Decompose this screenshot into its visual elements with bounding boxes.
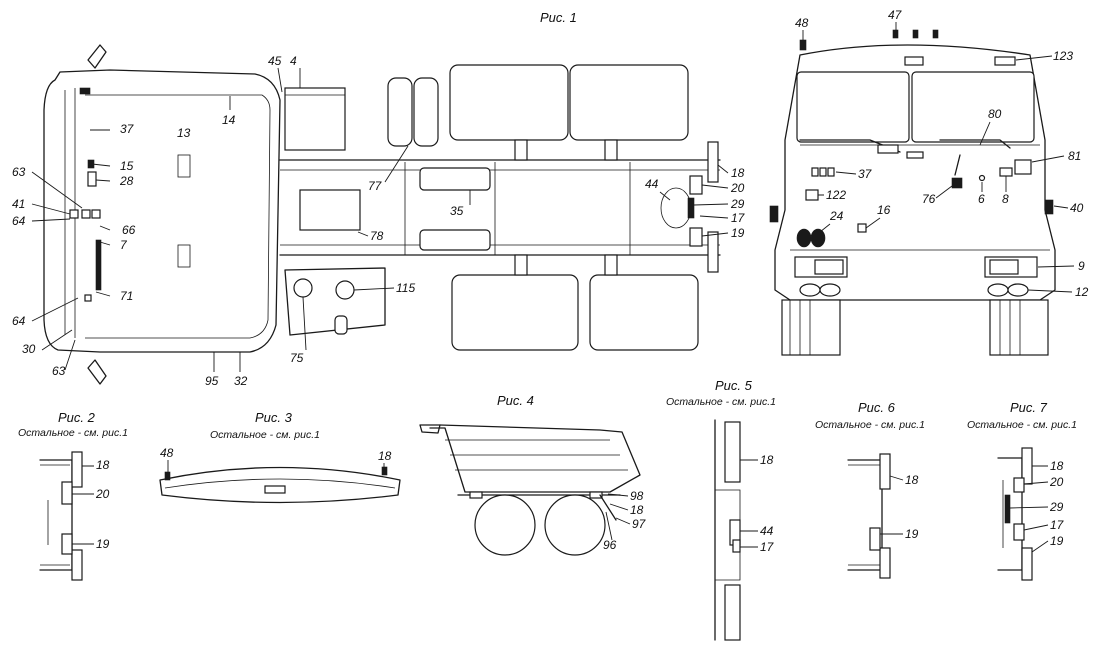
fig2-caption: Рис. 2 [58,410,96,425]
svg-text:16: 16 [877,203,891,217]
svg-text:20: 20 [730,181,745,195]
svg-text:48: 48 [795,16,809,30]
svg-text:18: 18 [1050,459,1064,473]
fig5: Рис. 5 Остальное - см. рис.1 18 44 17 [666,378,776,641]
fig1-caption: Рис. 1 [540,10,577,25]
svg-text:28: 28 [119,174,134,188]
svg-text:76: 76 [922,192,936,206]
svg-text:37: 37 [120,122,135,136]
svg-text:95: 95 [205,374,219,388]
svg-text:19: 19 [1050,534,1064,548]
svg-text:98: 98 [630,489,644,503]
svg-text:123: 123 [1053,49,1073,63]
svg-text:8: 8 [1002,192,1009,206]
svg-text:6: 6 [978,192,985,206]
svg-text:19: 19 [905,527,919,541]
svg-text:80: 80 [988,107,1002,121]
svg-text:77: 77 [368,179,383,193]
svg-text:18: 18 [731,166,745,180]
svg-text:78: 78 [370,229,384,243]
fig7: Рис. 7 Остальное - см. рис.1 18 20 29 17… [967,400,1077,581]
fig3-note: Остальное - см. рис.1 [210,429,320,441]
svg-text:20: 20 [1049,475,1064,489]
svg-text:29: 29 [1049,500,1064,514]
svg-text:48: 48 [160,446,174,460]
svg-text:115: 115 [396,281,415,295]
svg-text:45: 45 [268,54,282,68]
svg-text:37: 37 [858,167,873,181]
svg-text:97: 97 [632,517,647,531]
svg-text:17: 17 [731,211,746,225]
svg-text:64: 64 [12,314,26,328]
svg-text:30: 30 [22,342,36,356]
svg-text:13: 13 [177,126,191,140]
svg-text:44: 44 [760,524,774,538]
fig1-front-view: 48 47 123 80 81 37 122 76 6 8 40 16 24 9… [769,8,1089,356]
svg-text:44: 44 [645,177,659,191]
svg-text:12: 12 [1075,285,1089,299]
fig5-caption: Рис. 5 [715,378,753,393]
svg-text:71: 71 [120,289,133,303]
svg-text:40: 40 [1070,201,1084,215]
svg-text:29: 29 [730,197,745,211]
svg-text:18: 18 [378,449,392,463]
fig2-note: Остальное - см. рис.1 [18,427,128,439]
fig6-note: Остальное - см. рис.1 [815,419,925,431]
svg-text:17: 17 [1050,518,1065,532]
svg-text:66: 66 [122,223,136,237]
svg-text:20: 20 [95,487,110,501]
svg-text:96: 96 [603,538,617,552]
svg-text:4: 4 [290,54,297,68]
svg-text:64: 64 [12,214,26,228]
svg-text:47: 47 [888,8,903,22]
svg-text:75: 75 [290,351,304,365]
svg-text:63: 63 [52,364,66,378]
fig2: Рис. 2 Остальное - см. рис.1 18 20 19 [18,410,128,581]
svg-text:18: 18 [905,473,919,487]
svg-text:7: 7 [120,238,128,252]
fig6-caption: Рис. 6 [858,400,896,415]
svg-text:35: 35 [450,204,464,218]
svg-text:24: 24 [829,209,844,223]
fig4-caption: Рис. 4 [497,393,534,408]
fig4: Рис. 4 98 18 97 96 [419,393,647,556]
svg-text:9: 9 [1078,259,1085,273]
svg-text:17: 17 [760,540,775,554]
svg-text:18: 18 [760,453,774,467]
fig5-note: Остальное - см. рис.1 [666,396,776,408]
svg-text:19: 19 [96,537,110,551]
fig6: Рис. 6 Остальное - см. рис.1 18 19 [815,400,925,579]
svg-text:81: 81 [1068,149,1081,163]
fig7-note: Остальное - см. рис.1 [967,419,1077,431]
svg-text:19: 19 [731,226,745,240]
svg-text:18: 18 [630,503,644,517]
svg-text:32: 32 [234,374,248,388]
fig3: Рис. 3 Остальное - см. рис.1 48 18 [159,410,401,504]
svg-text:15: 15 [120,159,134,173]
svg-text:122: 122 [826,188,846,202]
svg-text:18: 18 [96,458,110,472]
fig1-top-view: Рис. 1 [12,10,746,388]
fig7-caption: Рис. 7 [1010,400,1048,415]
fig3-caption: Рис. 3 [255,410,293,425]
svg-text:63: 63 [12,165,26,179]
svg-text:41: 41 [12,197,25,211]
svg-text:14: 14 [222,113,236,127]
